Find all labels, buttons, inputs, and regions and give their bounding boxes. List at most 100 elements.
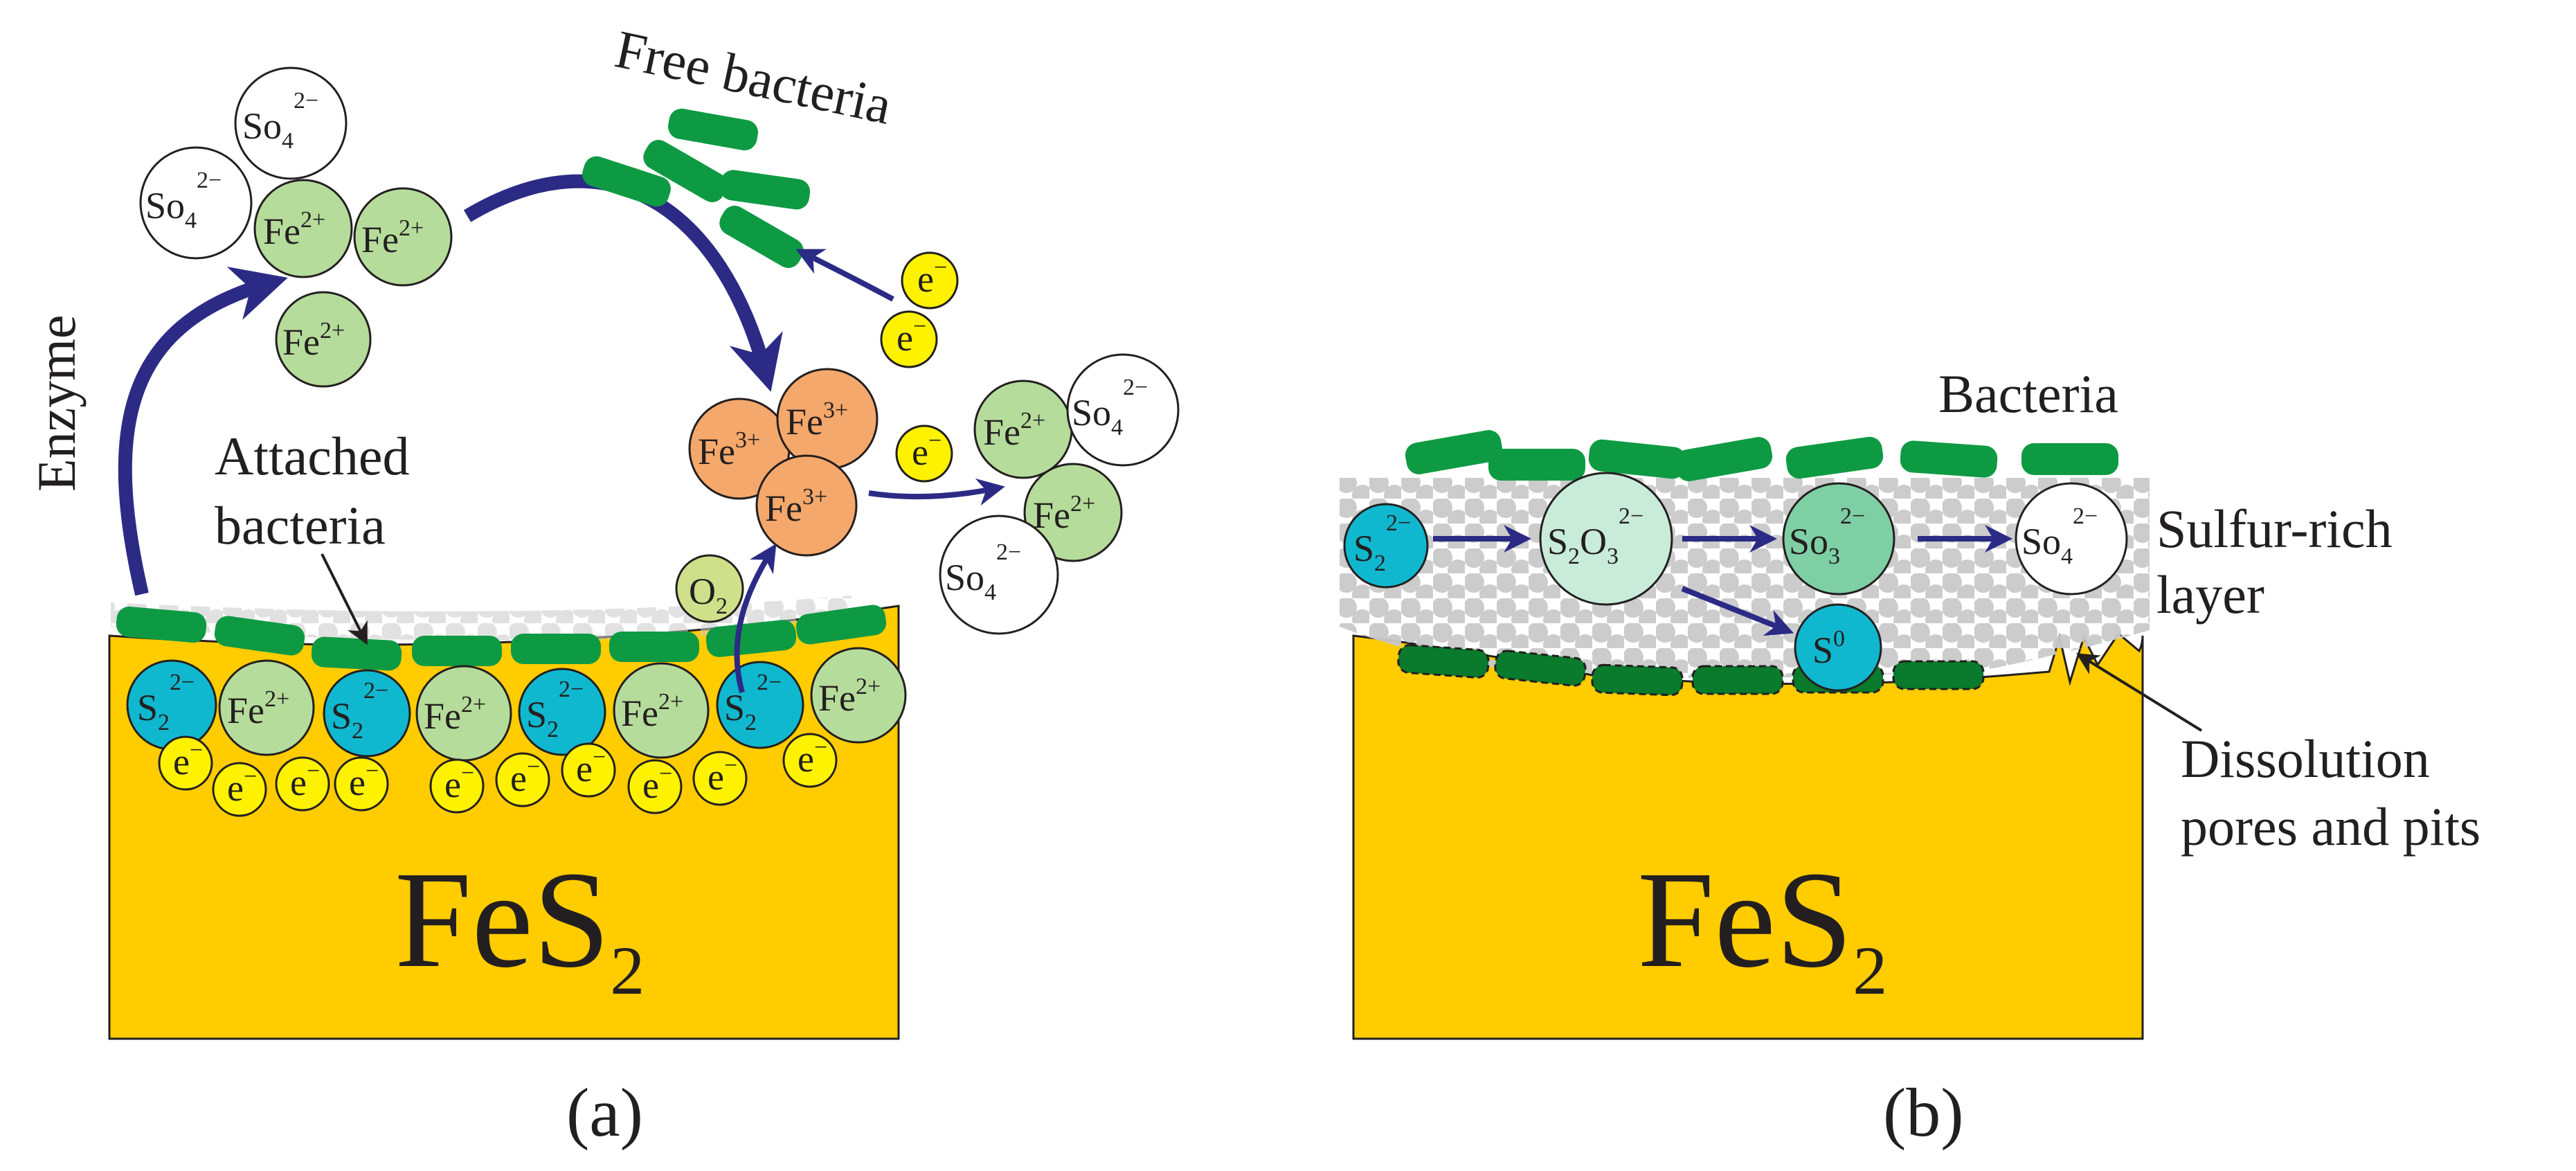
caption-b: (b) xyxy=(1883,1074,1964,1151)
ferrous-ion: Fe2+ xyxy=(613,662,710,759)
ferrous-ion: Fe2+ xyxy=(218,659,315,756)
bacterium xyxy=(1892,660,1985,690)
electron: e− xyxy=(895,424,953,483)
bacterium xyxy=(1405,430,1503,474)
sulfate-ion: So42− xyxy=(2015,482,2128,596)
svg-text:S22−: S22− xyxy=(1353,510,1411,576)
electron: e− xyxy=(495,752,550,807)
electron: e− xyxy=(334,756,389,812)
ferric-ion: Fe3+ xyxy=(776,368,879,470)
svg-text:Fe2+: Fe2+ xyxy=(263,207,325,252)
svg-text:e−: e− xyxy=(642,761,672,806)
ferrous-ion: Fe2+ xyxy=(353,187,453,287)
enzyme-label: Enzyme xyxy=(26,314,87,492)
svg-text:e−: e− xyxy=(290,758,320,803)
svg-text:e−: e− xyxy=(173,738,203,783)
disulfide-ion: S22− xyxy=(1343,503,1429,589)
ferrous-sulfate-cluster-right: Fe2+ So42− Fe2+ So42− xyxy=(939,353,1180,635)
disulfide-ion: S22− xyxy=(716,661,804,749)
ferrous-ion: Fe2+ xyxy=(253,179,353,278)
svg-text:e−: e− xyxy=(917,255,947,300)
svg-text:Fe2+: Fe2+ xyxy=(227,686,289,731)
bacterium xyxy=(511,634,601,664)
bacterium xyxy=(412,636,502,666)
oxygen-reduction-arrow xyxy=(734,543,777,694)
svg-text:O2: O2 xyxy=(689,571,728,619)
svg-text:So32−: So32− xyxy=(1789,503,1865,569)
ferrous-ion: Fe2+ xyxy=(1023,463,1123,562)
sulfate-ion: So42− xyxy=(139,146,253,260)
disulfide-ion: S22− xyxy=(126,659,217,751)
svg-text:S22−: S22− xyxy=(526,677,584,742)
mineral-label-b: FeS2 xyxy=(1637,843,1887,1009)
panel-a: S22− Fe2+ S22− Fe2+ S22− Fe2+ xyxy=(26,19,1180,1151)
electron: e− xyxy=(782,733,838,788)
svg-text:So42−: So42− xyxy=(145,168,222,233)
bacterium xyxy=(311,636,402,671)
svg-text:So42−: So42− xyxy=(945,539,1021,605)
dissolution-pits-label: pores and pits xyxy=(2181,796,2480,857)
bacterium xyxy=(1785,436,1884,479)
disulfide-ion: S22− xyxy=(323,669,411,758)
attached-bacteria-group xyxy=(116,605,887,671)
svg-text:e−: e− xyxy=(576,744,606,789)
bacterium xyxy=(2021,443,2118,475)
bacterium xyxy=(1691,665,1784,695)
svg-text:So42−: So42− xyxy=(1072,375,1148,440)
bacterium xyxy=(1591,663,1684,697)
svg-text:Fe3+: Fe3+ xyxy=(786,397,848,443)
bacterium xyxy=(1494,650,1587,687)
svg-text:Fe2+: Fe2+ xyxy=(1033,491,1095,536)
bacterium xyxy=(1397,644,1490,679)
surface-bacteria-group xyxy=(1405,430,2118,481)
electron: e− xyxy=(901,251,959,310)
mineral-label-a: FeS2 xyxy=(395,843,645,1009)
caption-a: (a) xyxy=(566,1074,643,1151)
ferrous-ion: Fe2+ xyxy=(275,291,372,388)
attached-bacteria-pointer xyxy=(321,553,368,645)
bacteria-label: Bacteria xyxy=(1938,364,2118,424)
dissolution-pits-label: Dissolution xyxy=(2181,728,2430,789)
bacterium xyxy=(643,140,728,202)
sulfate-ion: So42− xyxy=(939,515,1059,635)
electron: e− xyxy=(627,759,683,814)
bacterium xyxy=(668,108,758,151)
enzyme-arrow xyxy=(118,267,288,596)
bacterium xyxy=(719,206,804,268)
bacterium xyxy=(1488,449,1585,481)
surface-ions: S22− Fe2+ S22− Fe2+ S22− Fe2+ xyxy=(126,647,907,762)
svg-text:Fe2+: Fe2+ xyxy=(361,215,424,260)
ferric-ion: Fe3+ xyxy=(688,397,791,500)
free-bacteria-group xyxy=(582,108,811,268)
ferric-cluster: Fe3+ Fe3+ Fe3+ xyxy=(688,368,879,557)
svg-text:Fe2+: Fe2+ xyxy=(282,318,345,363)
ferrous-ion: Fe2+ xyxy=(415,665,512,762)
svg-text:Fe2+: Fe2+ xyxy=(983,408,1045,453)
bacterium xyxy=(795,605,887,645)
bacterium xyxy=(705,620,797,657)
disulfide-ion: S22− xyxy=(518,668,606,756)
svg-text:e−: e− xyxy=(349,758,379,803)
electron: e− xyxy=(212,762,267,817)
attached-bacteria-label: Attached xyxy=(215,426,410,486)
svg-text:e−: e− xyxy=(798,735,827,780)
bacterium xyxy=(1900,440,1998,478)
attached-bacteria-label: bacteria xyxy=(215,495,386,555)
svg-text:S2O32−: S2O32− xyxy=(1547,503,1643,569)
sulfur-rich-layer-label: layer xyxy=(2156,564,2264,625)
sulfate-ion: So42− xyxy=(1066,353,1180,467)
svg-text:e−: e− xyxy=(708,753,737,798)
panel-b: Bacteria S22− S2O32− So32− So42− S0 Sulf… xyxy=(1340,364,2480,1151)
svg-text:Fe2+: Fe2+ xyxy=(424,692,486,737)
svg-text:e−: e− xyxy=(912,428,942,473)
dissolution-pits-pointer xyxy=(2076,653,2203,732)
bacterium xyxy=(1588,439,1686,479)
svg-text:Fe3+: Fe3+ xyxy=(698,427,760,472)
electron: e− xyxy=(880,310,938,368)
svg-text:S22−: S22− xyxy=(724,670,782,735)
electron: e− xyxy=(158,735,213,791)
electron: e− xyxy=(275,756,330,812)
bacterium xyxy=(609,632,699,662)
ferrous-ion: Fe2+ xyxy=(973,379,1073,479)
